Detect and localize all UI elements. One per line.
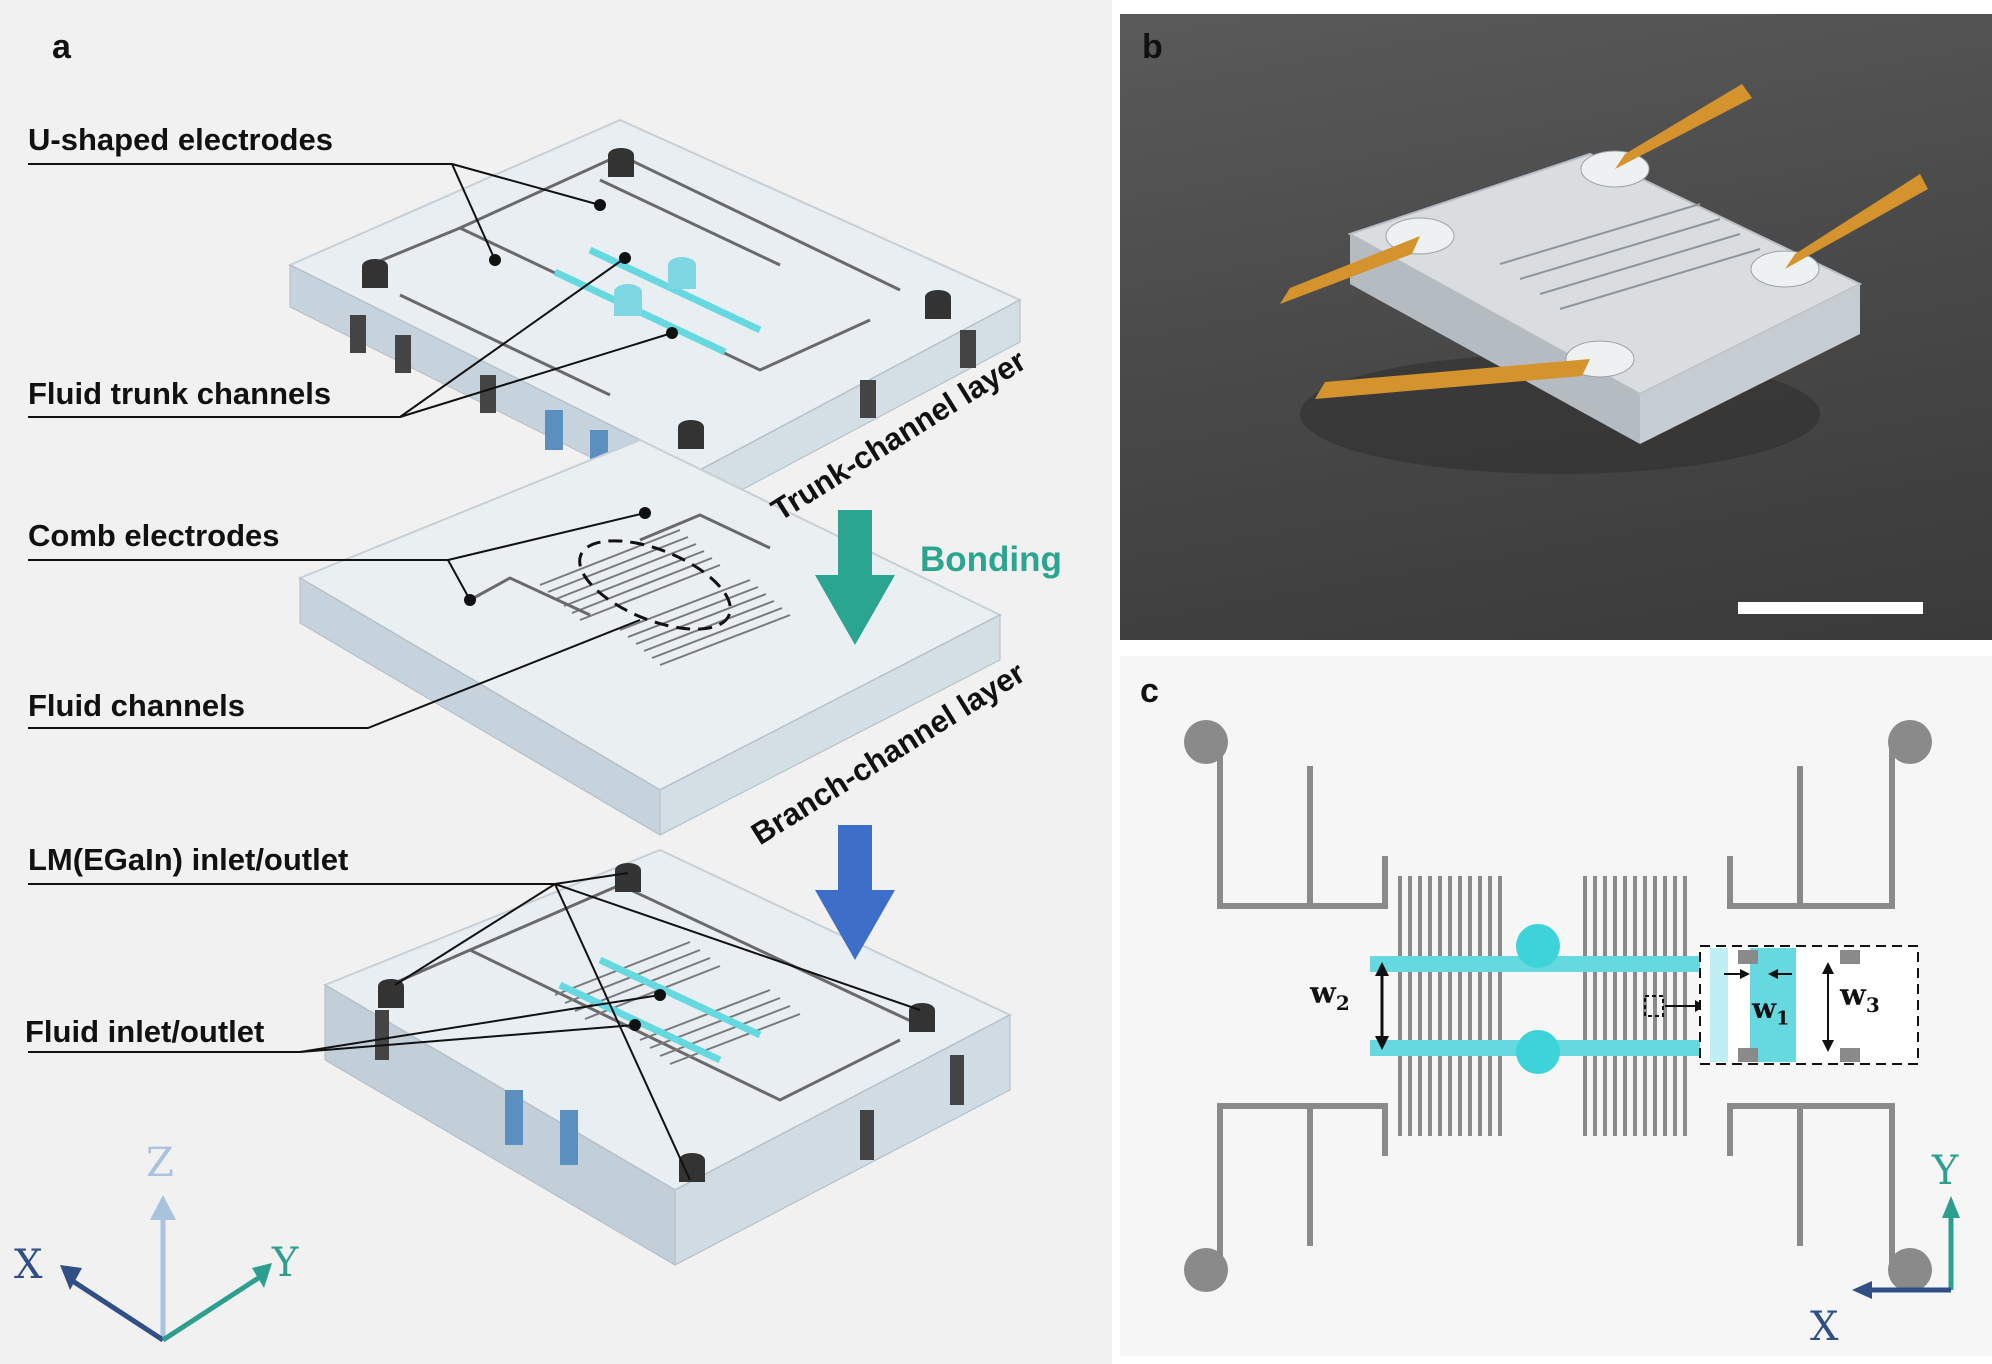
branch-channel-layer [297, 438, 1003, 836]
panel-c-top-view-layout: c [1120, 656, 1992, 1356]
label-fluid-inlet-outlet: Fluid inlet/outlet [25, 1014, 265, 1049]
fluid-channels [1370, 924, 1750, 1074]
axis-label-z: Z [146, 1140, 174, 1186]
leader-lines [28, 163, 921, 1181]
label-fluid-trunk-channels: Fluid trunk channels [28, 376, 332, 411]
label-fluid-channels: Fluid channels [28, 688, 246, 723]
panel-letter-b: b [1142, 28, 1163, 66]
electrode-pads [1184, 720, 1932, 1292]
label-w2: w2 [1310, 976, 1350, 1015]
xyz-axes [60, 1195, 272, 1343]
bonding-arrow [815, 510, 895, 645]
comb-electrode-fingers [1398, 876, 1687, 1136]
axis-label-y-c: Y [1932, 1148, 1959, 1194]
assembled-device [322, 848, 1013, 1266]
device-photo-illustration [1280, 84, 1928, 614]
panel-letter-c: c [1140, 672, 1159, 710]
label-u-shaped-electrodes: U-shaped electrodes [28, 122, 333, 157]
panel-b-device-photo: b [1120, 14, 1992, 640]
axis-label-x-c: X [1810, 1304, 1839, 1350]
axis-label-y: Y [272, 1240, 299, 1286]
label-w1: w1 [1752, 992, 1790, 1030]
exploded-device-illustration [28, 118, 1023, 1343]
assembly-arrow [815, 825, 895, 960]
w2-dimension [1375, 962, 1389, 1050]
label-lm-inlet-outlet: LM(EGaIn) inlet/outlet [28, 842, 349, 877]
panel-letter-a: a [52, 28, 71, 66]
scale-bar [1738, 602, 1923, 614]
panel-a-exploded-view: a [0, 0, 1112, 1364]
label-comb-electrodes: Comb electrodes [28, 518, 280, 553]
label-bonding: Bonding [920, 540, 1062, 579]
axis-label-x: X [14, 1242, 43, 1288]
xy-axes [1852, 1196, 1960, 1299]
u-shaped-electrode-traces [1217, 746, 1895, 1266]
inset-detail [1699, 945, 1919, 1065]
electrode-layout-diagram [1184, 720, 1960, 1299]
label-w3: w3 [1840, 978, 1880, 1017]
